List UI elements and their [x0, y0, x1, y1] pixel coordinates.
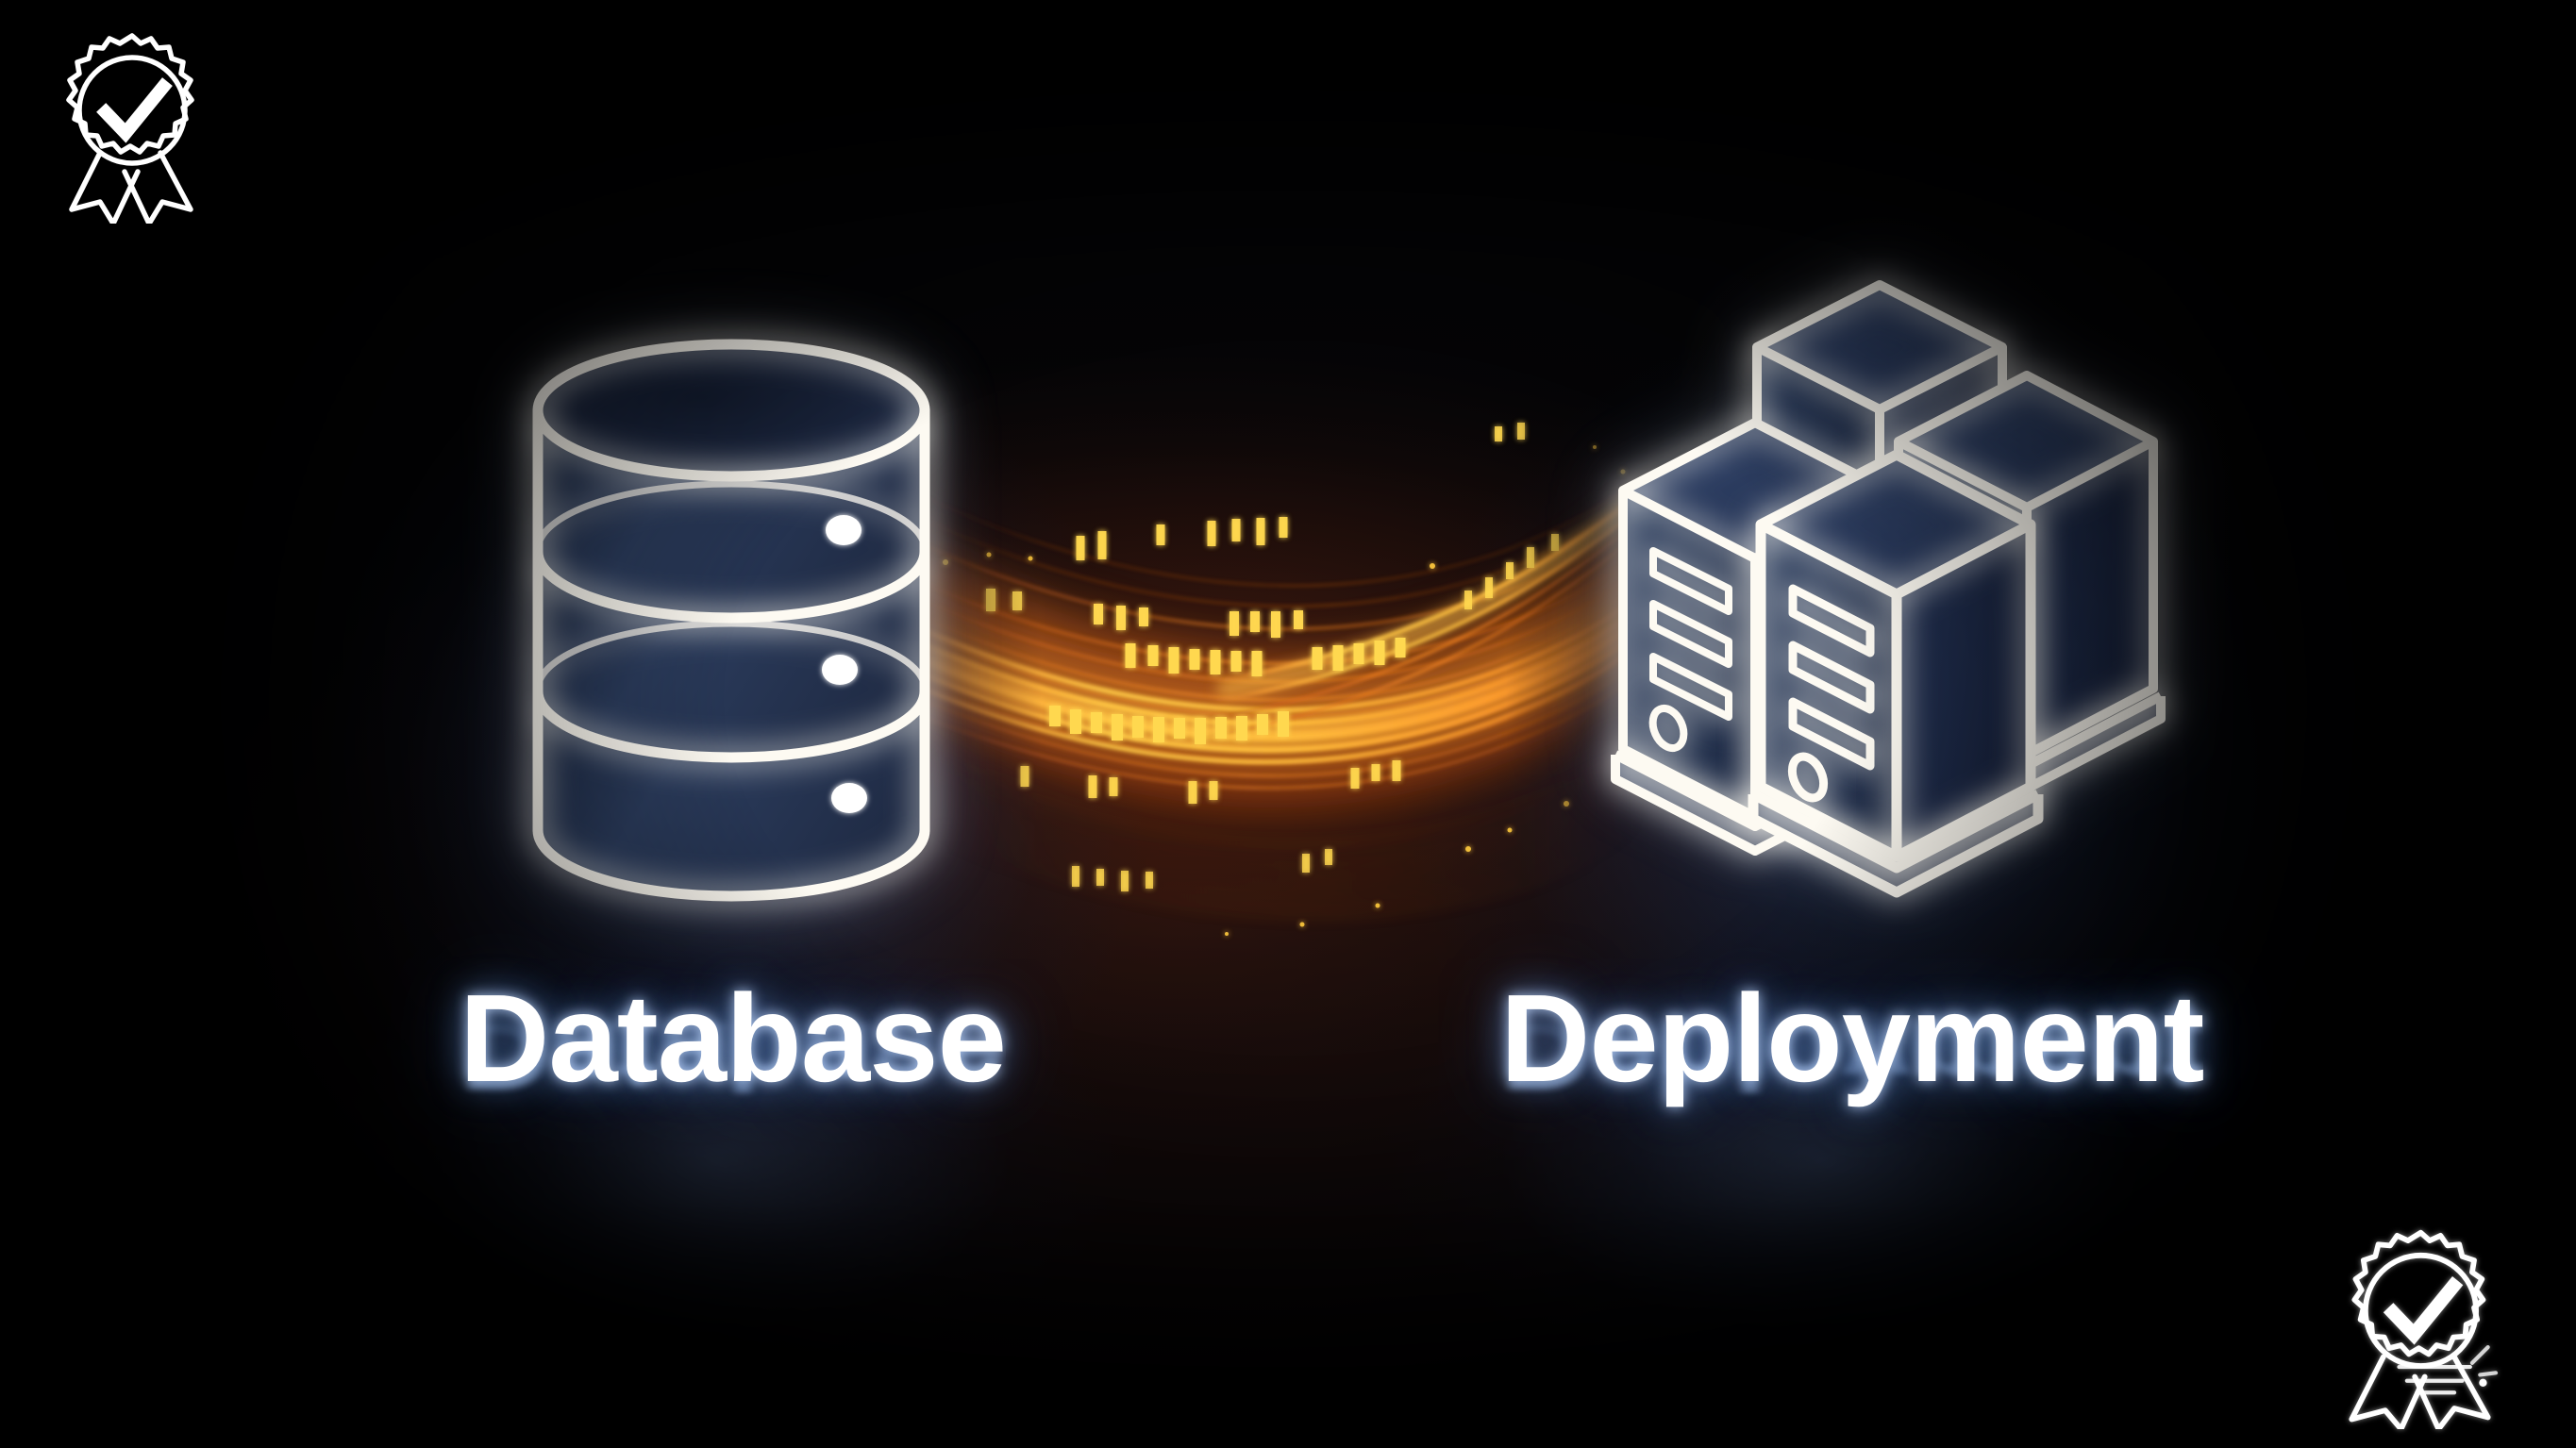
- verified-award-badge-icon: [2310, 1217, 2532, 1432]
- server-tower-front: [1748, 449, 2044, 898]
- database-cylinder-icon: [531, 338, 931, 903]
- deployment-label: Deployment: [1500, 969, 2204, 1107]
- server-cluster-icon: [1611, 276, 2166, 898]
- object-floor-reflections: [533, 1234, 2113, 1448]
- database-label: Database: [460, 969, 1007, 1107]
- fiber-optic-data-stream: [849, 423, 1727, 936]
- verified-award-badge-icon: [38, 21, 226, 226]
